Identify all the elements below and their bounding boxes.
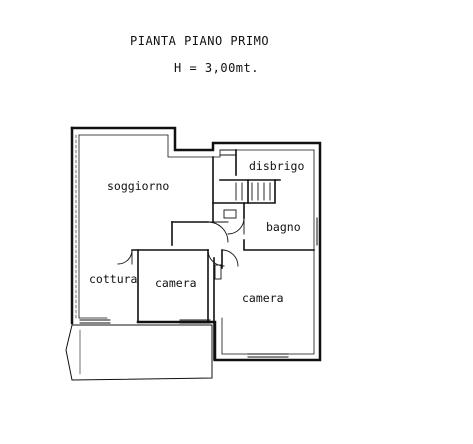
room-label-bagno: bagno [266, 220, 301, 234]
fixture-marks [214, 209, 237, 280]
room-label-disbrigo: disbrigo [249, 159, 304, 173]
terrace-outline [65, 324, 213, 381]
ceiling-height-note: H = 3,00mt. [174, 61, 259, 75]
room-label-soggiorno: soggiorno [107, 179, 169, 193]
door-swings [117, 217, 245, 267]
staircase [219, 149, 271, 201]
room-label-cottura: cottura [89, 272, 137, 286]
room-label-camera-small: camera [155, 276, 197, 290]
room-label-camera-large: camera [242, 291, 284, 305]
outer-walls [70, 126, 322, 362]
plan-title: PIANTA PIANO PRIMO [130, 34, 270, 48]
window-markers [79, 217, 321, 361]
